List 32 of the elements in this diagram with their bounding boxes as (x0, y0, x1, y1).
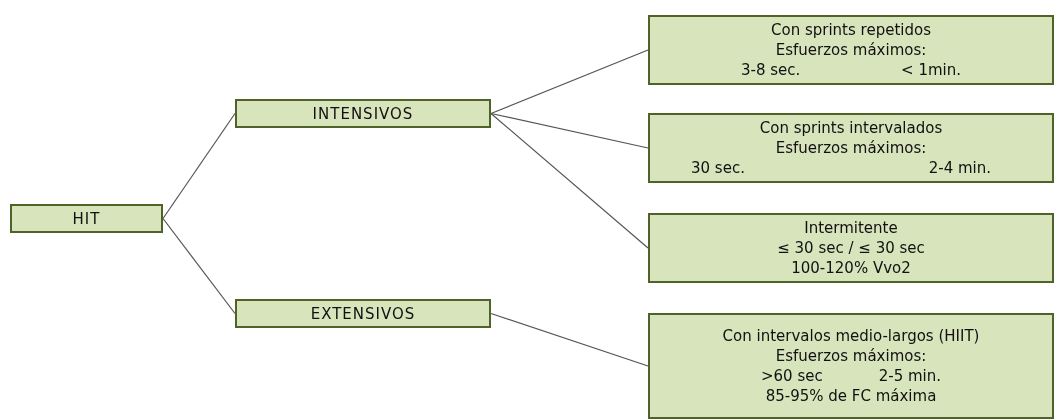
node-title: Con sprints repetidos (771, 20, 931, 40)
connector-line (490, 312, 649, 367)
duration-text: 3-8 sec. (741, 60, 801, 80)
category-box (235, 99, 491, 128)
duration-text: 30 sec. (691, 158, 745, 178)
node-text: 85-95% de FC máxima (765, 386, 937, 406)
connector-line (162, 112, 236, 220)
node-text: Esfuerzos máximos: (775, 138, 927, 158)
category-box (648, 213, 1054, 283)
node-text: Esfuerzos máximos: (775, 40, 927, 60)
category-box (648, 313, 1054, 419)
connector-line (490, 112, 649, 249)
node-title: HIT (72, 208, 101, 229)
node-title: EXTENSIVOS (310, 303, 416, 324)
category-box (10, 204, 163, 233)
node-title: INTENSIVOS (312, 103, 414, 124)
node-title: Intermitente (804, 218, 898, 238)
connector-line (490, 49, 649, 115)
node-text: 100-120% Vvo2 (791, 258, 911, 278)
category-box (648, 113, 1054, 183)
duration-text: < 1min. (901, 60, 961, 80)
connector-line (162, 217, 236, 315)
duration-text: >60 sec (761, 366, 823, 386)
duration-text: 2-5 min. (878, 366, 941, 386)
node-text: ≤ 30 sec / ≤ 30 sec (777, 238, 925, 258)
node-title: Con sprints intervalados (759, 118, 943, 138)
node-title: Con intervalos medio-largos (HIIT) (722, 326, 980, 346)
connector-line (490, 112, 649, 149)
category-box (235, 299, 491, 328)
node-text: Esfuerzos máximos: (775, 346, 927, 366)
duration-text: 2-4 min. (928, 158, 991, 178)
category-box (648, 15, 1054, 85)
